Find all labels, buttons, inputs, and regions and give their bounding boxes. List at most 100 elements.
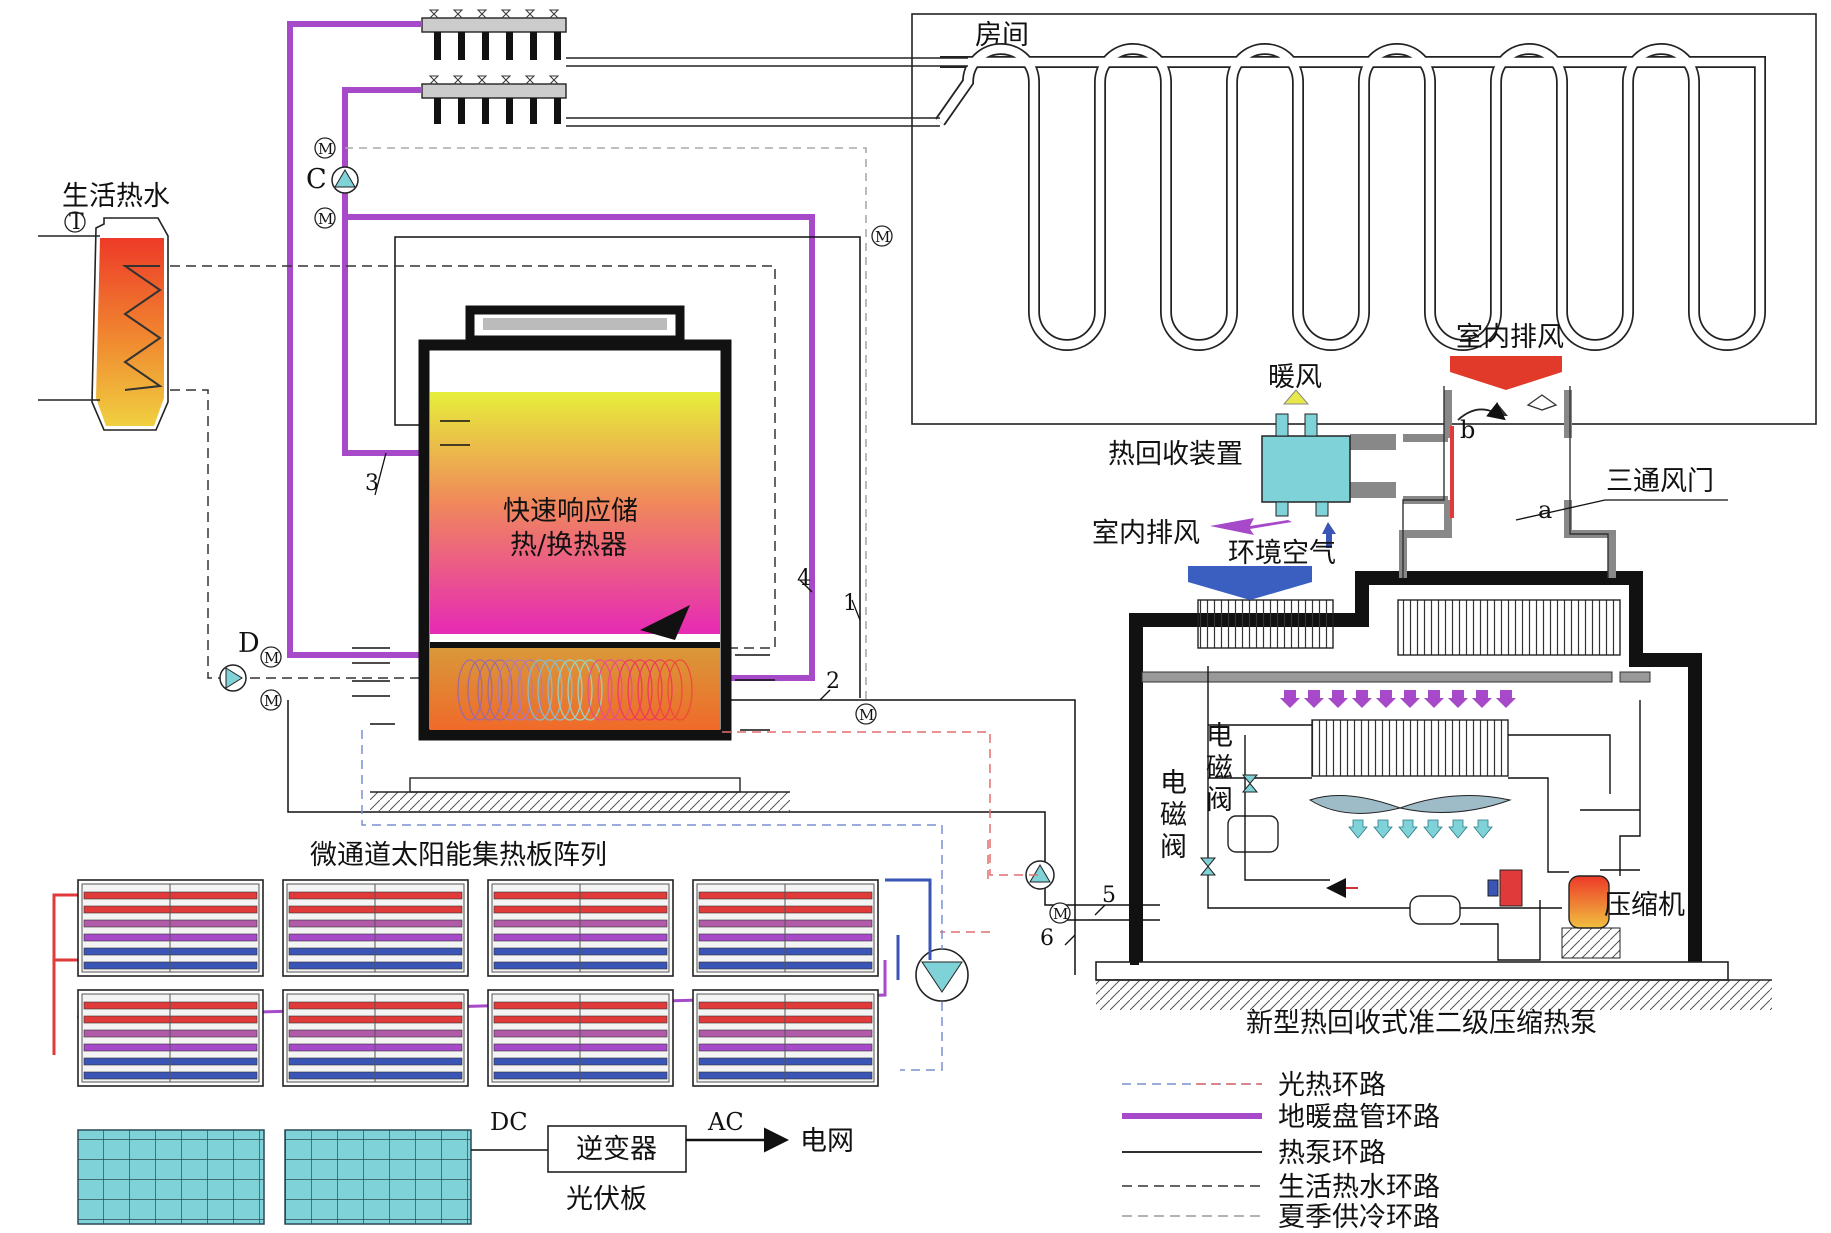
tank-port-arrows — [352, 420, 775, 731]
pump-d-label: D — [238, 628, 260, 659]
storage-coil-turn — [477, 659, 503, 721]
three-way-damper-label: 三通风门 — [1606, 466, 1714, 497]
airflow-arrow-down — [1328, 690, 1348, 708]
manifold-valve-icon — [452, 9, 464, 19]
check-valve-icon — [1487, 869, 1523, 907]
legend-label-2: 地暖盘管环路 — [1278, 1102, 1440, 1133]
manifold-tube — [554, 32, 561, 60]
storage-coil-turn — [647, 659, 673, 721]
heat-pump-title: 新型热回收式准二级压缩热泵 — [1246, 1008, 1597, 1039]
airflow-arrow-cool — [1373, 819, 1393, 839]
storage-coil-turn — [607, 659, 633, 721]
storage-coil-turn — [517, 659, 543, 721]
solar-collector-panel — [692, 989, 879, 1087]
motor-valve-label: M — [318, 210, 333, 228]
point-2: 2 — [826, 669, 840, 694]
thermometer-label: T — [69, 210, 84, 235]
heat-pump-airflow-arrows — [1280, 690, 1516, 839]
ambient-air-label: 环境空气 — [1228, 538, 1336, 569]
airflow-arrow-down — [1352, 690, 1372, 708]
motor-valve-label: M — [1053, 905, 1068, 923]
dc-label: DC — [490, 1108, 528, 1136]
evaporator-coil-top — [1397, 599, 1621, 656]
manifold-tube — [530, 98, 537, 124]
storage-exchanger-label-2: 热/换热器 — [510, 530, 627, 561]
manifold-upper — [421, 9, 567, 60]
manifold-lower — [421, 75, 567, 124]
storage-exchanger-label-1: 快速响应储 — [503, 496, 638, 527]
pv-panel-1 — [77, 1129, 265, 1225]
legend-label-3: 热泵环路 — [1278, 1138, 1386, 1169]
storage-coil-turn — [527, 659, 553, 721]
storage-coil-turn — [587, 659, 613, 721]
summer-cooling-loop — [345, 147, 867, 701]
pump-c-label: C — [306, 164, 327, 195]
storage-coil-turn — [637, 659, 663, 721]
compressor-label: 压缩机 — [1604, 890, 1685, 921]
solenoid-valve-label-1: 电磁阀 — [1160, 768, 1187, 863]
airflow-arrow-down — [1376, 690, 1396, 708]
manifold-valve-icon — [548, 9, 560, 19]
storage-coil-turn — [627, 659, 653, 721]
manifold-valve-icon — [428, 9, 440, 19]
legend-label-1: 光热环路 — [1278, 1070, 1386, 1101]
legend-label-4: 生活热水环路 — [1278, 1172, 1440, 1203]
domestic-hot-water-loop — [170, 265, 776, 679]
pump-c — [331, 166, 359, 194]
solar-collector-panel — [282, 989, 469, 1087]
solenoid-valve-icon-1 — [1241, 774, 1259, 793]
pv-panel-2 — [284, 1129, 472, 1225]
storage-heat-exchanger-tank — [370, 305, 790, 812]
heat-pump-loop — [287, 236, 1160, 975]
floor-heating-loop — [287, 21, 815, 681]
manifold-to-room-pipes — [566, 57, 968, 127]
grid-label: 电网 — [800, 1126, 854, 1157]
airflow-arrow-cool — [1473, 819, 1493, 839]
airflow-arrow-down — [1304, 690, 1324, 708]
manifold-tube — [458, 98, 465, 124]
storage-coil-turn — [577, 659, 603, 721]
warm-air-arrow — [1282, 389, 1310, 405]
indoor-exhaust-left-label: 室内排风 — [1092, 518, 1200, 549]
point-5: 5 — [1102, 883, 1116, 908]
heat-pump-housing — [1095, 571, 1772, 1010]
airflow-arrow-cool — [1448, 819, 1468, 839]
manifold-tube — [434, 32, 441, 60]
domestic-hot-water-tank: T — [38, 210, 169, 431]
point-6: 6 — [1040, 926, 1054, 951]
point-4: 4 — [797, 566, 811, 591]
storage-coil-turn — [507, 659, 533, 721]
storage-coil-turn — [537, 659, 563, 721]
photothermal-loop — [361, 730, 1040, 1071]
manifold-valve-icon — [476, 75, 488, 85]
airflow-arrow-down — [1400, 690, 1420, 708]
legend: 光热环路 地暖盘管环路 热泵环路 生活热水环路 夏季供冷环路 — [1122, 1070, 1440, 1233]
pump-solar — [915, 860, 1055, 1002]
measurement-point-leaders — [374, 452, 1106, 946]
recovery-duct-links — [1350, 434, 1396, 498]
manifold-tube — [506, 32, 513, 60]
exhaust-out-arrow — [1210, 518, 1292, 535]
solenoid-valve-label-2: 电磁阀 — [1206, 721, 1233, 816]
airflow-arrow-down — [1448, 690, 1468, 708]
motor-valve-icon: M — [260, 646, 282, 668]
storage-coil-turn — [597, 659, 623, 721]
motor-valve-icon: M — [871, 225, 893, 247]
room-outline — [911, 13, 1817, 425]
airflow-arrow-down — [1280, 690, 1300, 708]
solenoid-valve-icon-2 — [1199, 857, 1217, 876]
thermometer-icon — [64, 211, 86, 233]
airflow-arrow-cool — [1348, 819, 1368, 839]
motor-valve-label: M — [875, 228, 890, 246]
point-1: 1 — [843, 591, 857, 616]
inverter-label: 逆变器 — [576, 1134, 657, 1165]
airflow-arrow-down — [1496, 690, 1516, 708]
ambient-air-in-arrow — [1322, 522, 1336, 548]
pv-panel-label: 光伏板 — [566, 1184, 647, 1215]
manifold-valve-icon — [476, 9, 488, 19]
floor-heating-coil-inner — [936, 44, 1765, 350]
solar-array-label: 微通道太阳能集热板阵列 — [310, 840, 607, 871]
airflow-arrow-cool — [1398, 819, 1418, 839]
